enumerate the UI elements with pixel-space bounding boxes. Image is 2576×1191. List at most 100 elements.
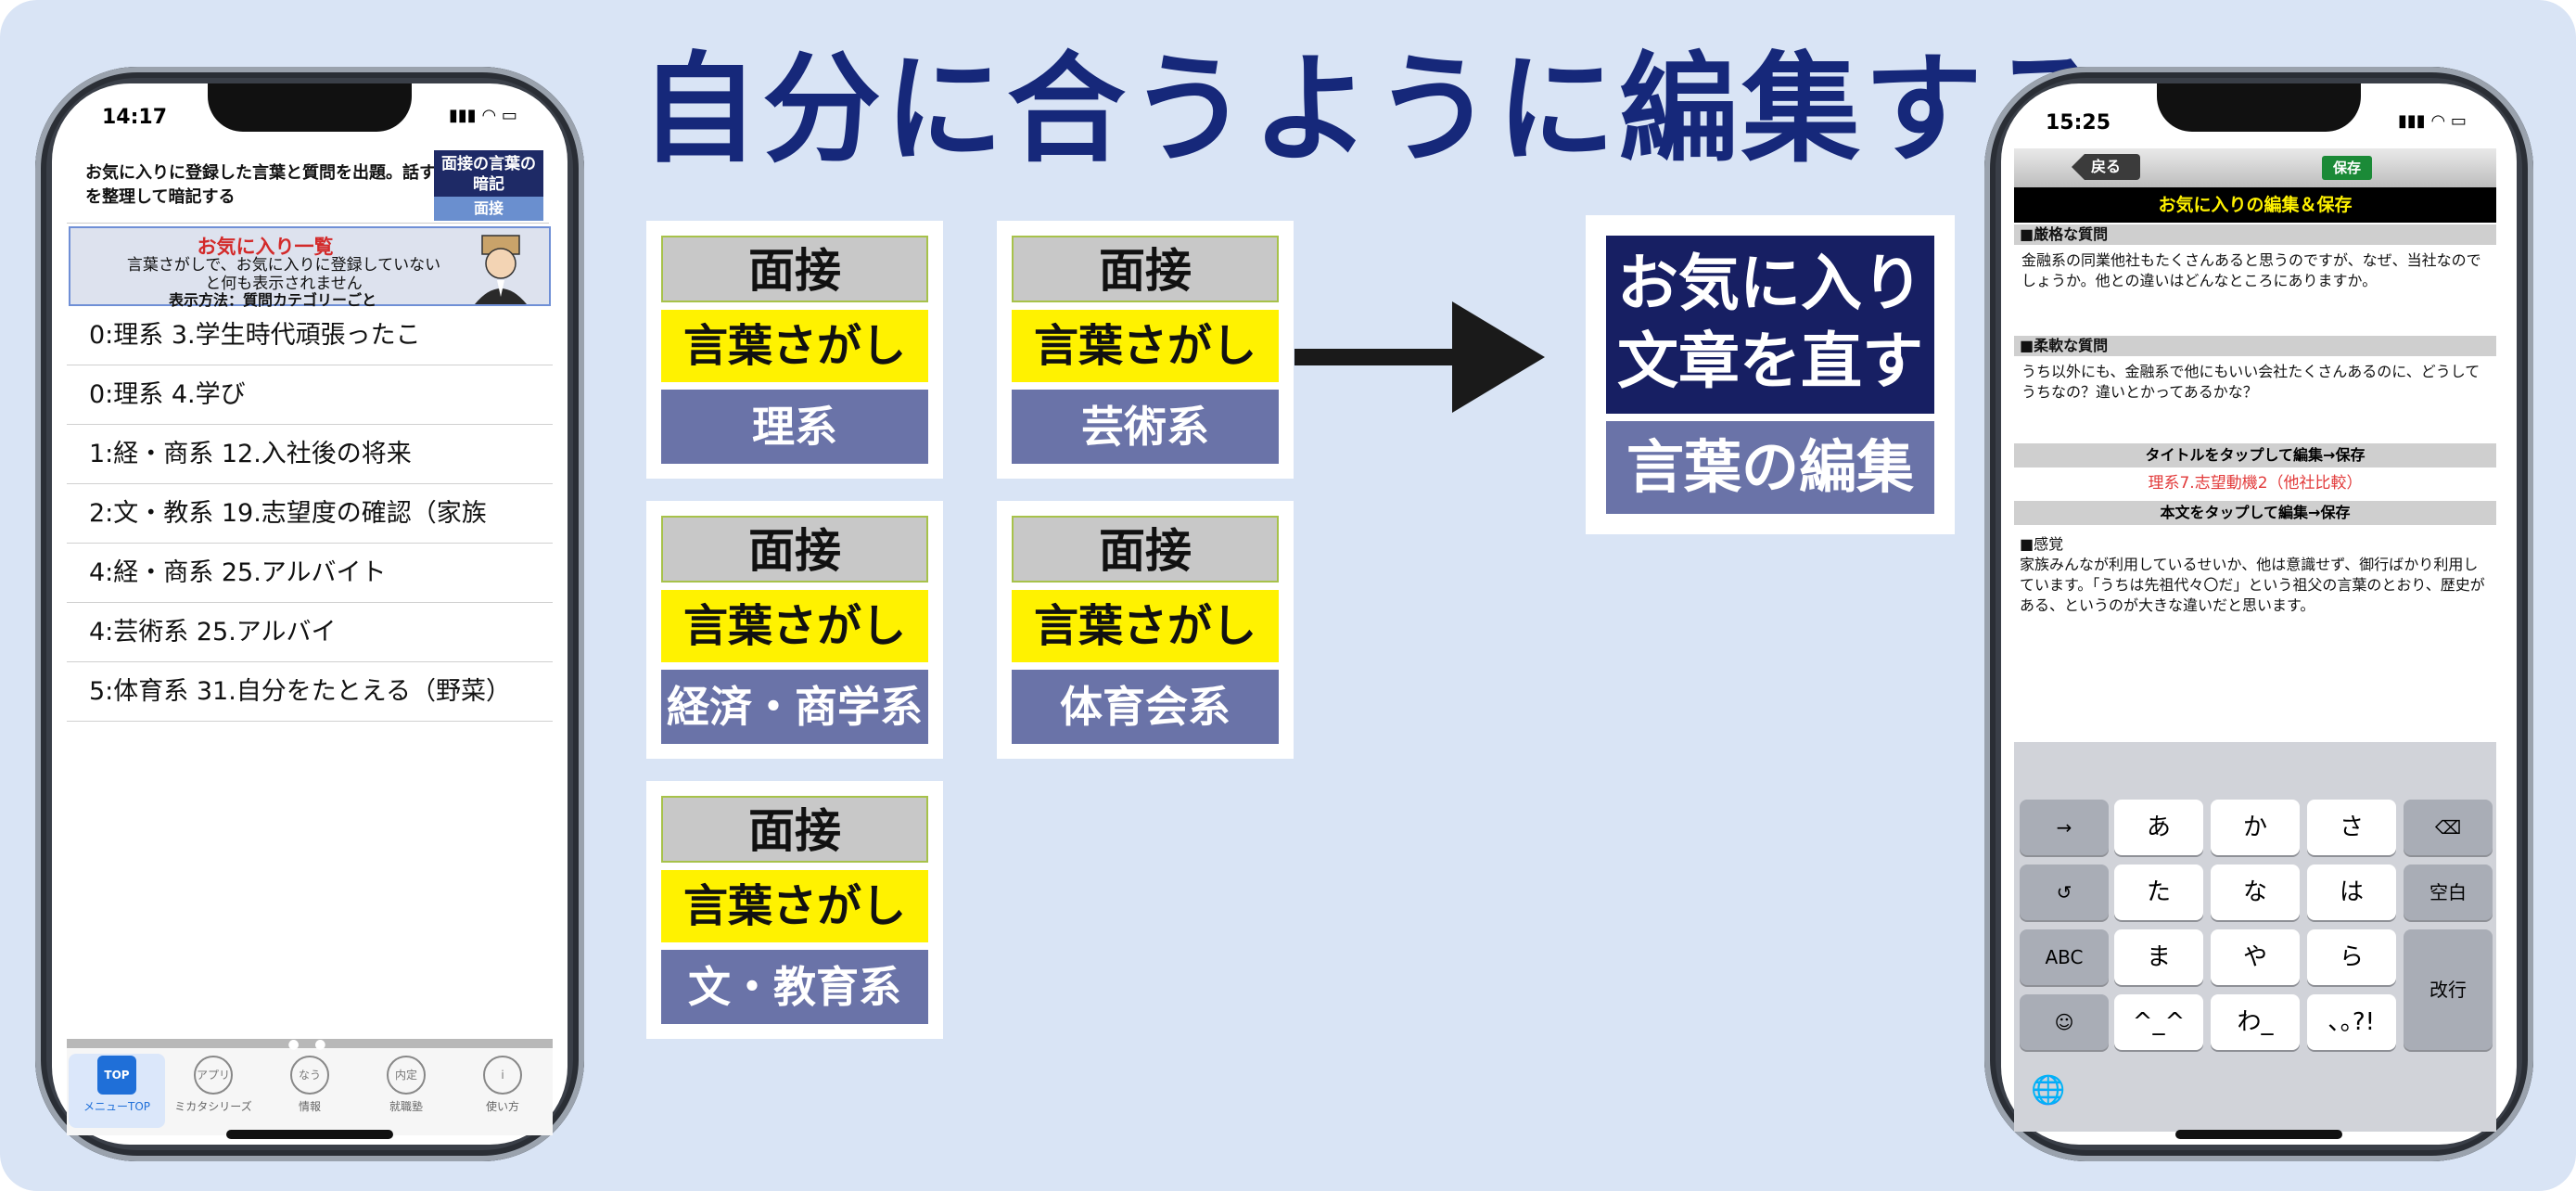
- tab-label: ミカタシリーズ: [174, 1100, 252, 1113]
- kana-key[interactable]: ら: [2307, 929, 2396, 985]
- card-bottom-label: 芸術系: [1012, 390, 1279, 464]
- edit-card[interactable]: お気に入り 文章を直す 言葉の編集: [1586, 215, 1955, 534]
- card-middle-label: 言葉さがし: [1012, 310, 1279, 382]
- punctuation-key[interactable]: ､｡?!: [2307, 994, 2396, 1050]
- delete-key-icon[interactable]: ⌫: [2404, 800, 2493, 855]
- card-bottom-label: 体育会系: [1012, 670, 1279, 744]
- word-edit-button[interactable]: 言葉の編集: [1606, 421, 1934, 514]
- tab-label: 使い方: [485, 1100, 519, 1113]
- character-illustration: [475, 235, 527, 304]
- kana-key[interactable]: ま: [2114, 929, 2203, 985]
- card-top-label: 面接: [1012, 516, 1279, 583]
- card-middle-label: 言葉さがし: [1012, 590, 1279, 662]
- category-card-education[interactable]: 面接 言葉さがし 文・教育系: [646, 781, 943, 1039]
- category-card-rikei[interactable]: 面接 言葉さがし 理系: [646, 221, 943, 479]
- card-top-label: 面接: [661, 796, 928, 863]
- card-middle-label: 言葉さがし: [661, 870, 928, 942]
- globe-icon[interactable]: 🌐: [2031, 1074, 2066, 1107]
- kana-key[interactable]: あ: [2114, 800, 2203, 855]
- body-text-editor[interactable]: ■感覚 家族みんなが利用しているせいか、他は意識せず、御行ばかり利用しています。…: [2020, 535, 2485, 614]
- tab-howto[interactable]: i 使い方: [454, 1054, 551, 1114]
- card-top-label: 面接: [661, 516, 928, 583]
- card-bottom-label: 文・教育系: [661, 950, 928, 1024]
- card-top-label: 面接: [661, 236, 928, 302]
- list-item[interactable]: 4:経・商系 25.アルバイト: [67, 544, 553, 603]
- tag-interview[interactable]: 面接: [434, 197, 543, 221]
- left-phone-notch: [208, 83, 412, 132]
- page-title: お気に入りの編集＆保存: [2014, 187, 2496, 223]
- tab-menu-top[interactable]: TOP メニューTOP: [69, 1054, 165, 1128]
- abc-key[interactable]: ABC: [2020, 929, 2109, 985]
- tag-interview-memorize[interactable]: 面接の言葉の暗記: [434, 150, 543, 197]
- right-status-icons: ▮▮▮ ◠ ▭: [2398, 111, 2467, 131]
- kana-key[interactable]: わ_: [2211, 994, 2300, 1050]
- kana-key[interactable]: や: [2211, 929, 2300, 985]
- top-icon: TOP: [97, 1056, 136, 1095]
- list-item[interactable]: 0:理系 4.学び: [67, 365, 553, 425]
- undo-key-icon[interactable]: ↺: [2020, 864, 2109, 920]
- arrow-right-key[interactable]: →: [2020, 800, 2109, 855]
- card-top-label: 面接: [1012, 236, 1279, 302]
- display-mode: 表示方法：質問カテゴリーごと: [168, 291, 376, 309]
- tab-series[interactable]: アプリ ミカタシリーズ: [165, 1054, 261, 1114]
- fix-favorites-line1: お気に入り: [1617, 248, 1923, 319]
- help-icon: i: [483, 1056, 522, 1095]
- favorites-title: お気に入り一覧: [197, 236, 334, 258]
- favorites-banner: お気に入り一覧 言葉さがしで、お気に入りに登録していないと何も表示されません: [69, 226, 551, 306]
- tab-label: 就職塾: [389, 1100, 423, 1113]
- kaomoji-key[interactable]: ^_^: [2114, 994, 2203, 1050]
- item-title[interactable]: 理系7.志望動機2（他社比較）: [2014, 469, 2496, 497]
- card-bottom-label: 理系: [661, 390, 928, 464]
- left-status-time: 14:17: [102, 106, 168, 129]
- strict-question-header: ■厳格な質問: [2014, 224, 2496, 245]
- strict-question-body: 金融系の同業他社もたくさんあると思うのですが、なぜ、当社なのでしょうか。他との違…: [2021, 251, 2481, 289]
- list-item[interactable]: 0:理系 3.学生時代頑張ったこ: [67, 306, 553, 365]
- right-home-indicator: [2175, 1130, 2342, 1139]
- job-offer-icon: 内定: [387, 1056, 426, 1095]
- kana-key[interactable]: な: [2211, 864, 2300, 920]
- apps-icon: アプリ: [194, 1056, 233, 1095]
- list-item[interactable]: 5:体育系 31.自分をたとえる（野菜）: [67, 662, 553, 722]
- category-card-art[interactable]: 面接 言葉さがし 芸術系: [997, 221, 1294, 479]
- arrow-shaft: [1294, 349, 1461, 365]
- japanese-keyboard: → あ か さ ⌫ ↺ た な は 空白 ABC ま や ら 改行 ☺ ^_^ …: [2014, 742, 2496, 1132]
- info-news-icon: なう: [290, 1056, 329, 1095]
- kana-key[interactable]: さ: [2307, 800, 2396, 855]
- list-item[interactable]: 4:芸術系 25.アルバイ: [67, 603, 553, 662]
- tab-school[interactable]: 内定 就職塾: [358, 1054, 454, 1114]
- category-card-economics[interactable]: 面接 言葉さがし 経済・商学系: [646, 501, 943, 759]
- flexible-question-section: ■柔軟な質問 うち以外にも、金融系で他にもいい会社たくさんあるのに、どうしてうち…: [2014, 336, 2496, 451]
- tab-bar: ● ● TOP メニューTOP アプリ ミカタシリーズ なう 情報 内定 就職塾…: [67, 1037, 553, 1135]
- category-card-sports[interactable]: 面接 言葉さがし 体育会系: [997, 501, 1294, 759]
- card-middle-label: 言葉さがし: [661, 310, 928, 382]
- back-button[interactable]: 戻る: [2072, 154, 2140, 180]
- favorites-list: 0:理系 3.学生時代頑張ったこ 0:理系 4.学び 1:経・商系 12.入社後…: [67, 306, 553, 722]
- emoji-key-icon[interactable]: ☺: [2020, 994, 2109, 1050]
- save-button[interactable]: 保存: [2322, 156, 2372, 180]
- space-key[interactable]: 空白: [2404, 864, 2493, 920]
- headline: 自分に合うように編集する: [640, 41, 2110, 179]
- tab-info[interactable]: なう 情報: [261, 1054, 358, 1114]
- favorites-desc: 言葉さがしで、お気に入りに登録していないと何も表示されません: [126, 256, 441, 293]
- left-header-text: お気に入りに登録した言葉と質問を出題。話すことを整理して暗記する: [85, 163, 469, 207]
- fix-favorites-line2: 文章を直す: [1617, 326, 1923, 397]
- list-item[interactable]: 2:文・教系 19.志望度の確認（家族: [67, 484, 553, 544]
- tab-label: 情報: [298, 1100, 321, 1113]
- kana-key[interactable]: た: [2114, 864, 2203, 920]
- card-bottom-label: 経済・商学系: [661, 670, 928, 744]
- return-key[interactable]: 改行: [2404, 929, 2493, 1050]
- nav-bar: 戻る 保存: [2014, 148, 2496, 188]
- strict-question-section: ■厳格な質問 金融系の同業他社もたくさんあると思うのですが、なぜ、当社なのでしょ…: [2014, 224, 2496, 328]
- kana-key[interactable]: か: [2211, 800, 2300, 855]
- title-edit-hint: タイトルをタップして編集→保存: [2014, 443, 2496, 467]
- left-status-icons: ▮▮▮ ◠ ▭: [449, 106, 517, 125]
- left-home-indicator: [226, 1130, 393, 1139]
- arrow-right-icon: [1452, 301, 1545, 413]
- right-phone-notch: [2157, 83, 2361, 132]
- fix-favorites-button[interactable]: お気に入り 文章を直す: [1606, 236, 1934, 414]
- card-middle-label: 言葉さがし: [661, 590, 928, 662]
- kana-key[interactable]: は: [2307, 864, 2396, 920]
- list-item[interactable]: 1:経・商系 12.入社後の将来: [67, 425, 553, 484]
- flexible-question-body: うち以外にも、金融系で他にもいい会社たくさんあるのに、どうしてうちなの？違いとか…: [2021, 363, 2480, 401]
